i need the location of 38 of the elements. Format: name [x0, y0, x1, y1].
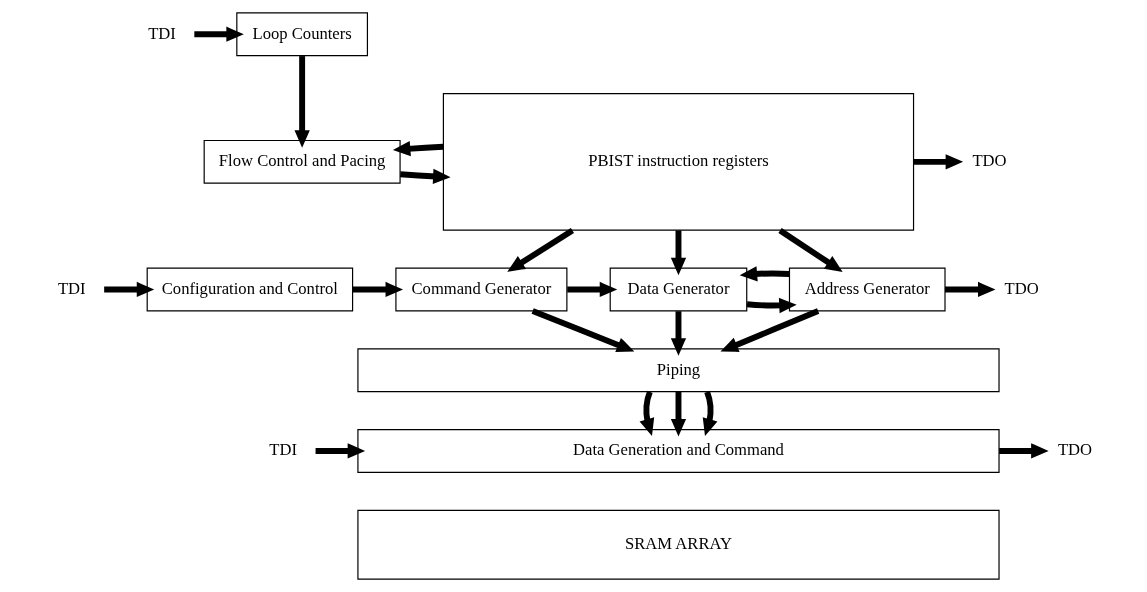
node-box: Address Generator: [788, 267, 946, 312]
node-box: Data Generation and Command: [356, 428, 1000, 473]
node-box: Piping: [356, 348, 1000, 393]
arrow: [566, 281, 617, 298]
arrow: [506, 227, 574, 272]
arrow: [294, 56, 310, 148]
node-text: TDO: [1004, 278, 1039, 298]
node-box: PBIST instruction registers: [442, 93, 914, 231]
node-box: Data Generator: [609, 267, 747, 312]
arrow: [639, 390, 654, 437]
arrow: [739, 266, 789, 282]
arrow: [103, 281, 154, 298]
arrow: [315, 443, 365, 459]
arrow: [399, 168, 451, 185]
arrow: [702, 390, 717, 437]
arrow: [746, 297, 797, 314]
arrow: [531, 308, 634, 353]
arrow: [193, 26, 244, 42]
node-text: TDO: [1057, 440, 1092, 460]
arrow: [670, 311, 686, 356]
node-box: Command Generator: [394, 267, 567, 312]
arrow: [777, 227, 843, 272]
arrow: [392, 141, 443, 157]
node-box: Flow Control and Pacing: [203, 139, 401, 184]
node-text: TDI: [57, 278, 86, 298]
arrow: [998, 443, 1049, 459]
arrow: [720, 308, 819, 352]
arrow: [913, 154, 963, 170]
node-box: Configuration and Control: [146, 267, 353, 312]
arrow: [670, 230, 686, 276]
node-text: TDI: [147, 23, 176, 43]
arrow: [670, 392, 686, 437]
node-box: Loop Counters: [235, 12, 368, 57]
arrow: [352, 281, 403, 298]
node-text: TDI: [268, 440, 297, 460]
node-text: TDO: [971, 151, 1007, 171]
node-box: SRAM ARRAY: [356, 509, 1000, 580]
arrow: [944, 281, 995, 298]
